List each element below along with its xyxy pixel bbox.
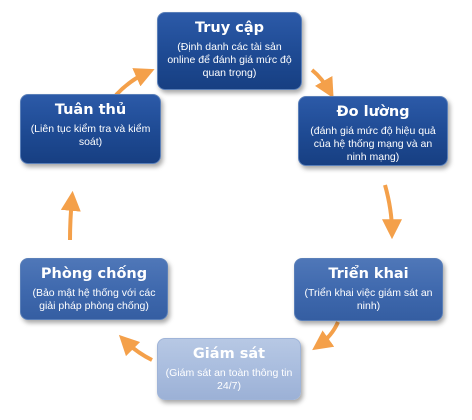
node-giam-sat: Giám sát (Giám sát an toàn thông tin 24/… [157,338,301,400]
arrow-truy-cap-to-do-luong [310,68,334,99]
node-trien-khai: Triển khai (Triển khai việc giám sát an … [294,258,443,321]
node-do-luong: Đo lường (đánh giá mức độ hiệu quả của h… [298,96,448,166]
node-description: (Định danh các tài sản online để đánh gi… [167,41,292,79]
arrow-do-luong-to-trien-khai [381,184,402,240]
node-description: (Liên tục kiểm tra và kiểm soát) [30,123,151,148]
node-description: (Triển khai việc giám sát an ninh) [304,287,433,312]
arrow-tuan-thu-to-truy-cap [114,68,155,97]
node-description: (Bảo mật hệ thống với các giải pháp phòn… [32,287,156,312]
node-title: Phòng chống [40,266,148,282]
node-truy-cap: Truy cập (Định danh các tài sản online đ… [157,12,302,90]
node-title: Truy cập [194,20,265,36]
node-title: Đo lường [336,104,410,120]
node-title: Triển khai [328,266,409,282]
arrow-trien-khai-to-giam-sat [312,321,340,351]
node-title: Tuân thủ [54,102,127,118]
arrow-phong-chong-to-tuan-thu [60,190,81,241]
node-title: Giám sát [192,346,266,362]
node-description: (Giám sát an toàn thông tin 24/7) [165,367,293,392]
node-phong-chong: Phòng chống (Bảo mật hệ thống với các gi… [20,258,168,320]
node-description: (đánh giá mức độ hiệu quả của hệ thống m… [310,125,436,163]
node-tuan-thu: Tuân thủ (Liên tục kiểm tra và kiểm soát… [20,94,161,164]
arrow-giam-sat-to-phong-chong [118,334,153,362]
